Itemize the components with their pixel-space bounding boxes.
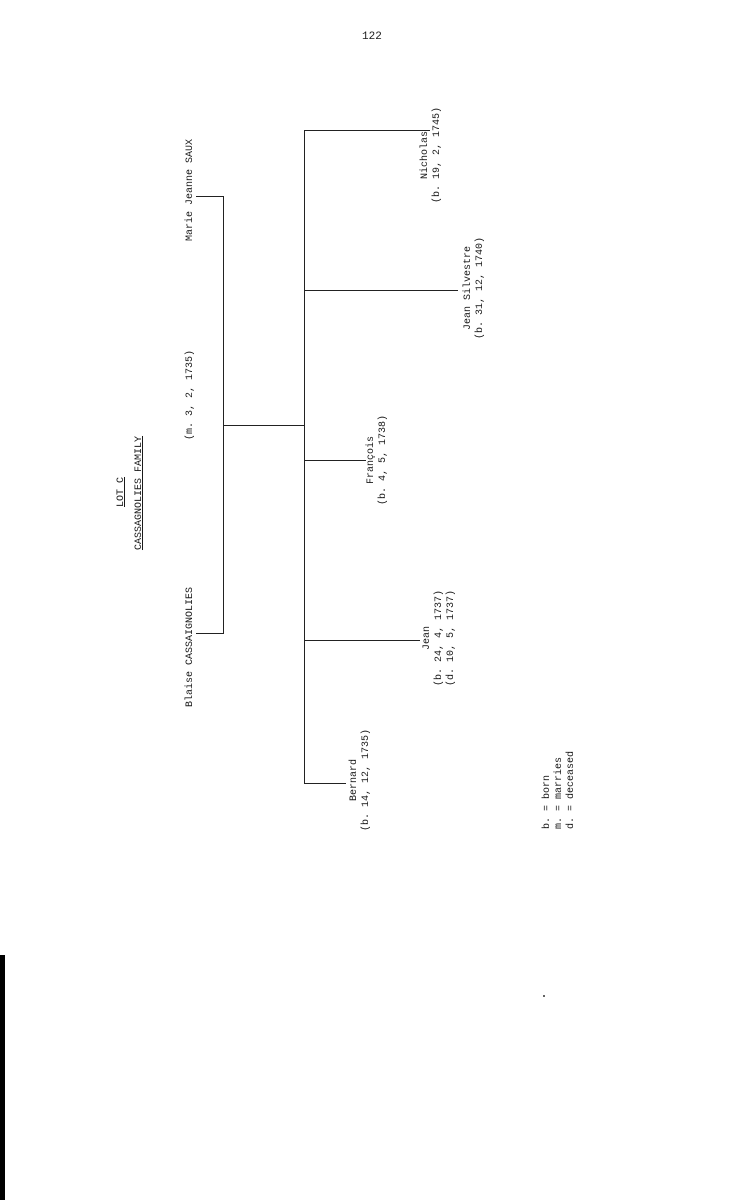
- legend-item: b. = born: [542, 774, 553, 830]
- mother-name: Marie Jeanne SAUX: [185, 138, 196, 242]
- jean-connector: [304, 640, 420, 641]
- child-birth: (b. 24, 4, 1737): [434, 589, 445, 687]
- father-name: Blaise CASSAIGNOLIES: [185, 586, 196, 708]
- child-francois: François (b. 4, 5, 1738): [366, 415, 390, 505]
- child-birth: (b. 19, 2, 1745): [432, 106, 443, 204]
- nicholas-connector: [304, 130, 430, 131]
- child-name: Jean: [422, 625, 433, 651]
- descent-line: [223, 425, 305, 426]
- child-name: Bernard: [349, 759, 360, 802]
- child-birth: (b. 4, 5, 1738): [378, 414, 389, 506]
- child-name: Nicholas: [420, 130, 431, 180]
- lot-heading: LOT C: [116, 476, 127, 508]
- child-name: Jean Silvestre: [463, 246, 474, 331]
- bernard-connector: [304, 783, 346, 784]
- couple-line: [223, 196, 224, 634]
- legend-item: m. = marries: [554, 756, 565, 830]
- mother-connector: [196, 196, 224, 197]
- children-line: [304, 130, 305, 784]
- father-connector: [196, 633, 224, 634]
- scan-speck: [543, 995, 545, 997]
- child-jean: Jean (b. 24, 4, 1737) (d. 10, 5, 1737): [422, 590, 458, 686]
- child-name: François: [366, 435, 377, 485]
- legend: b. = born m. = marries d. = deceased: [542, 751, 578, 829]
- family-title: CASSAGNOLIES FAMILY: [134, 435, 145, 551]
- jean-silvestre-connector: [304, 290, 458, 291]
- marriage-date: (m. 3, 2, 1735): [185, 349, 196, 441]
- legend-item: d. = deceased: [566, 750, 577, 830]
- child-death: (d. 10, 5, 1737): [446, 589, 457, 687]
- child-nicholas: Nicholas (b. 19, 2, 1745): [420, 107, 444, 203]
- scan-edge-bar: [0, 955, 5, 1200]
- child-birth: (b. 14, 12, 1735): [361, 728, 372, 832]
- child-birth: (b. 31, 12, 1740): [475, 236, 486, 340]
- child-jean-silvestre: Jean Silvestre (b. 31, 12, 1740): [463, 237, 487, 339]
- child-bernard: Bernard (b. 14, 12, 1735): [349, 729, 373, 831]
- page-number: 122: [362, 31, 382, 43]
- francois-connector: [304, 460, 366, 461]
